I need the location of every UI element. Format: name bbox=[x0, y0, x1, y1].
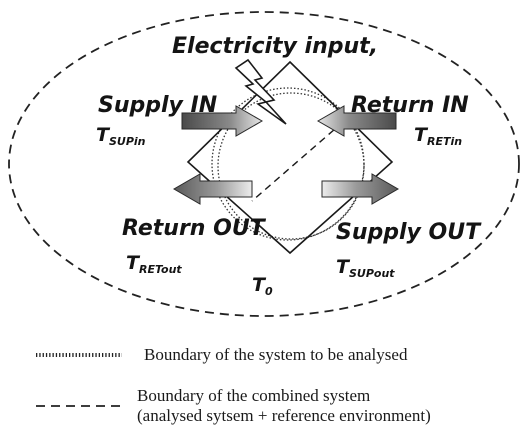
legend-combined-boundary-text-1: Boundary of the combined system bbox=[137, 386, 371, 405]
lightning-bolt-icon bbox=[234, 58, 287, 125]
return-out-arrow bbox=[172, 173, 253, 205]
supply-in-arrow bbox=[181, 105, 264, 137]
legend-combined-boundary-text-2: (analysed sytsem + reference environment… bbox=[137, 406, 431, 425]
reference-temperature: T0 bbox=[252, 274, 273, 298]
electricity-input-label: Electricity input, bbox=[172, 34, 379, 59]
analysed-system-boundary bbox=[211, 87, 365, 241]
supply-in-label: Supply IN bbox=[98, 93, 218, 118]
return-out-label: Return OUT bbox=[122, 216, 265, 241]
supply-out-temperature: TSUPout bbox=[336, 256, 395, 280]
return-out-temperature: TRETout bbox=[126, 252, 182, 276]
return-in-label: Return IN bbox=[351, 93, 469, 118]
return-in-arrow bbox=[316, 105, 397, 137]
combined-system-boundary bbox=[8, 11, 520, 317]
internal-dashed-line bbox=[251, 121, 344, 202]
supply-in-temperature: TSUPin bbox=[96, 124, 146, 148]
supply-out-label: Supply OUT bbox=[336, 220, 481, 245]
legend-system-boundary-text: Boundary of the system to be analysed bbox=[144, 345, 408, 364]
supply-out-arrow bbox=[321, 173, 400, 205]
return-in-temperature: TRETin bbox=[414, 124, 463, 148]
